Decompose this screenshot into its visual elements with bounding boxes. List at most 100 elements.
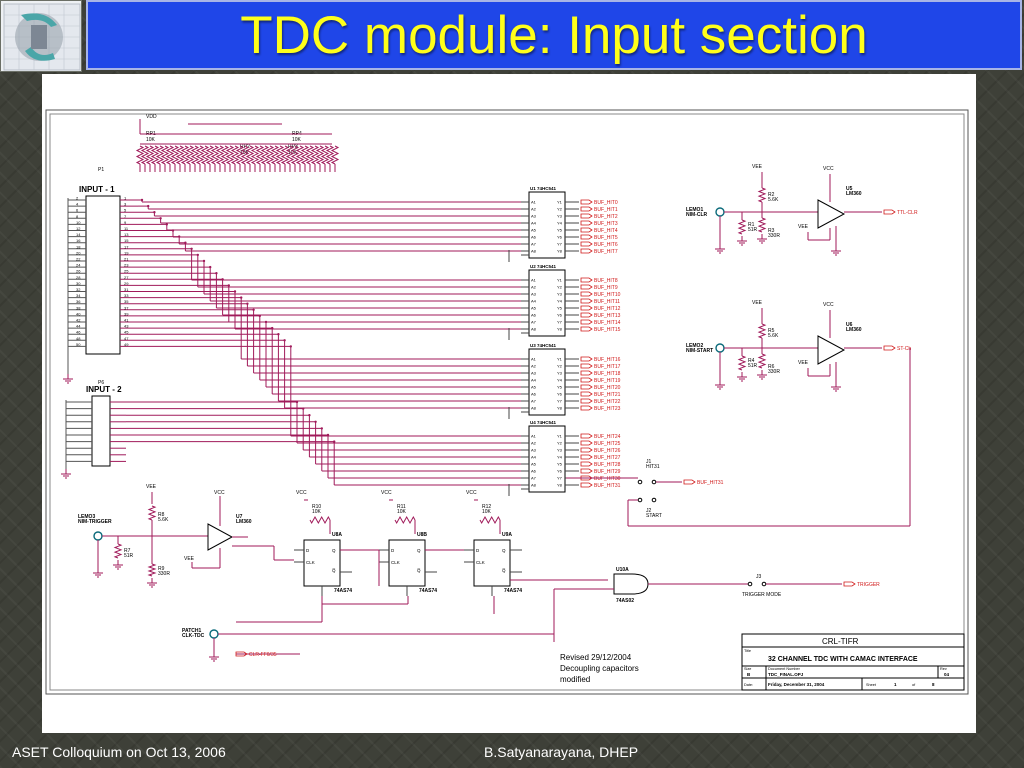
ff-part: 74AS74 xyxy=(504,588,522,594)
junction xyxy=(159,217,162,220)
tb-value: Friday, December 31, 2004 xyxy=(768,682,825,687)
comparator-part: LM360 xyxy=(846,327,862,333)
pin-name: Y2 xyxy=(557,207,563,212)
net-port xyxy=(580,227,593,233)
junction xyxy=(333,440,336,443)
net-port xyxy=(235,651,248,657)
j1-ref: J1 xyxy=(646,459,652,465)
term-resistor xyxy=(737,219,747,235)
jumper-pin xyxy=(637,479,643,485)
comparator-symbol xyxy=(817,335,846,365)
pin-num: 49 xyxy=(124,342,129,347)
pin-num: 25 xyxy=(124,269,129,274)
vee-label: VEE xyxy=(184,556,195,562)
pullup-resistor xyxy=(240,145,250,165)
net-port xyxy=(580,220,593,226)
junction xyxy=(326,433,330,437)
pullup-resistor xyxy=(325,145,335,165)
pin-name: Q̅ xyxy=(417,567,421,573)
r-ref: R10 xyxy=(312,504,321,510)
jumper-pin xyxy=(637,497,643,503)
pullup-resistor xyxy=(135,145,145,165)
pin-name: Y2 xyxy=(557,364,563,369)
buffer-output-net: BUF_HIT26 xyxy=(594,448,621,454)
net-port xyxy=(580,447,593,453)
buffer-output-net: BUF_HIT18 xyxy=(594,371,621,377)
pin-name: Y6 xyxy=(557,235,563,240)
pullup-resistor xyxy=(300,145,310,165)
buffer-ic xyxy=(528,348,566,416)
pin-name: Y8 xyxy=(557,249,563,254)
pin-num: 20 xyxy=(76,250,81,255)
net-port xyxy=(580,454,593,460)
net-port xyxy=(580,312,593,318)
buffer-output-net: BUF_HIT13 xyxy=(594,313,621,319)
pin-num: 24 xyxy=(76,263,81,268)
buffer-output-net: BUF_HIT1 xyxy=(594,207,618,213)
pin-name: CLK xyxy=(476,560,485,565)
pin-name: A7 xyxy=(531,476,537,481)
vcc-label: VCC xyxy=(381,490,392,496)
comparator-part: LM360 xyxy=(236,519,252,525)
lemo-label: NIM-CLR xyxy=(686,212,707,218)
pin-name: A4 xyxy=(531,221,537,226)
pin-num: 5 xyxy=(124,208,127,213)
junction xyxy=(295,400,299,404)
pin-num: 22 xyxy=(76,257,81,262)
connector-p6 xyxy=(91,395,111,467)
buffer-output-net: BUF_HIT16 xyxy=(594,357,621,363)
p1-label: INPUT - 1 xyxy=(79,185,115,194)
r-ref: R11 xyxy=(397,504,406,510)
net-port xyxy=(580,319,593,325)
j2-label: START xyxy=(646,513,662,519)
pin-name: A3 xyxy=(531,371,537,376)
junction xyxy=(320,427,323,430)
pullup-resistor xyxy=(320,145,330,165)
tb-label: Document Number xyxy=(768,667,801,671)
pin-name: A8 xyxy=(531,483,537,488)
pullup-resistor xyxy=(150,145,160,165)
bias-resistor-low xyxy=(757,217,767,233)
tb-label: of xyxy=(912,683,916,687)
nor-gate xyxy=(613,573,649,595)
net-port xyxy=(580,284,593,290)
r-value: 330R xyxy=(158,571,170,577)
lemo-label: NIM-TRIGGER xyxy=(78,519,112,525)
pin-num: 48 xyxy=(76,336,81,341)
net-port xyxy=(580,277,593,283)
pin-num: 23 xyxy=(124,263,129,268)
ff-pullup-resistor xyxy=(479,515,501,525)
pin-num: 7 xyxy=(124,214,127,219)
gate-ref: U10A xyxy=(616,567,629,573)
r-value: 10K xyxy=(482,509,492,515)
pullup-resistor xyxy=(220,145,230,165)
j1-label: HIT31 xyxy=(646,464,660,470)
r-value: 330R xyxy=(768,369,780,375)
net-port xyxy=(580,398,593,404)
vcc-label: VCC xyxy=(823,302,834,308)
pullup-resistor xyxy=(160,145,170,165)
comparator-ref: U7 xyxy=(236,514,243,520)
pin-name: Y4 xyxy=(557,378,563,383)
pin-name: A5 xyxy=(531,228,537,233)
junction xyxy=(196,253,199,257)
pin-name: D xyxy=(476,548,480,553)
pin-num: 13 xyxy=(124,232,129,237)
pin-num: 36 xyxy=(76,299,81,304)
pin-num: 32 xyxy=(76,287,81,292)
pin-name: A2 xyxy=(531,441,537,446)
r-value: 51R xyxy=(748,227,758,233)
pin-num: 41 xyxy=(124,318,129,323)
buffer-output-net: BUF_HIT19 xyxy=(594,378,621,384)
revision-note: Revised 29/12/2004 xyxy=(560,653,632,662)
pin-name: A2 xyxy=(531,207,537,212)
tb-value: B xyxy=(747,672,751,677)
r-ref: R9 xyxy=(158,566,165,572)
pin-name: A1 xyxy=(531,278,537,283)
pin-num: 44 xyxy=(76,324,81,329)
pin-name: Y7 xyxy=(557,399,563,404)
net-port xyxy=(580,234,593,240)
bias-resistor-low xyxy=(147,563,157,577)
pin-name: Y6 xyxy=(557,469,563,474)
